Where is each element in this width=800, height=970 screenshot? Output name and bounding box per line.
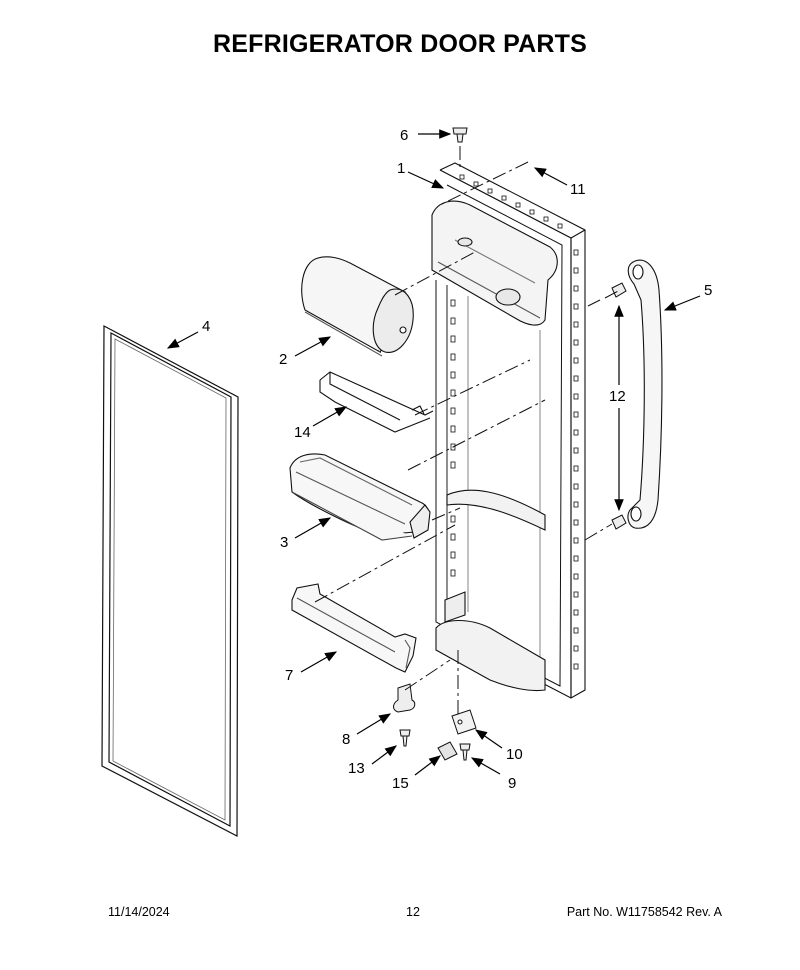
part-4-door-gasket [101,325,239,837]
part-13-screw [399,729,411,747]
footer-part-number: Part No. W11758542 Rev. A [566,905,722,919]
part-9-screw [459,743,471,761]
callout-15: 15 [392,775,409,792]
liner-edge-holes-right [573,249,579,670]
callout-arrows [166,129,701,776]
part-12-handle-studs [611,282,627,530]
callout-9: 9 [508,775,516,792]
liner-shelf-slots-left [450,299,456,577]
part-5-door-handle [627,259,663,529]
callout-14: 14 [294,424,311,441]
footer-page-number: 12 [406,905,420,919]
callout-12: 12 [609,388,626,405]
callout-8: 8 [342,731,350,748]
callout-7: 7 [285,667,293,684]
callout-5: 5 [704,282,712,299]
part-8-hinge-bushing [393,683,416,713]
callout-4: 4 [202,318,210,335]
callout-3: 3 [280,534,288,551]
part-6-screw [452,127,468,143]
callout-labels: 6 1 11 5 4 2 12 14 3 7 8 10 13 15 9 [202,127,712,792]
part-1-door-liner [431,162,586,699]
callout-13: 13 [348,760,365,777]
part-7-lower-bin [291,583,417,673]
part-15-cam [437,741,458,761]
callout-11: 11 [570,181,586,198]
callout-2: 2 [279,351,287,368]
callout-6: 6 [400,127,408,144]
part-3-door-bin [289,453,431,541]
callout-1: 1 [397,160,405,177]
part-14-bracket [319,371,434,433]
part-2-dispenser-cover [301,256,414,357]
alignment-lines [314,146,621,715]
callout-10: 10 [506,746,523,763]
part-10-hinge-plate [451,709,477,735]
liner-edge-holes-top [459,174,563,229]
page-title: REFRIGERATOR DOOR PARTS [212,30,588,58]
footer-date: 11/14/2024 [108,905,170,919]
